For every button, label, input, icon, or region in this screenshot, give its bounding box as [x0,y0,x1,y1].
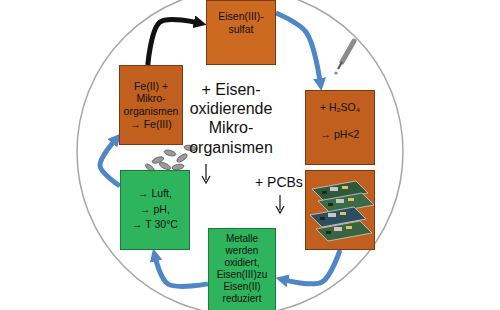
process-box: + H₂SO₄ → pH<2 [305,90,375,165]
box-shape [305,170,375,250]
process-box: Fe(II) + Mikro-organismen → Fe(III) [119,65,183,145]
cycle-arrow [285,250,340,284]
cycle-arrow [100,141,120,186]
box-text: Fe(II) + Mikro-organismen → Fe(III) [123,80,179,130]
process-box: Metalle werden oxidiert, Eisen(III)zu Ei… [208,228,276,310]
pcb-illustration [306,171,374,249]
down-arrow [205,164,206,180]
down-arrow [279,195,280,210]
box-text: → pH, [124,203,186,216]
center-note: + Eisen-oxidierende Mikro-organismen [184,80,278,157]
down-arrow-head [202,176,210,183]
pipette-icon [334,41,354,75]
input-label: + PCBs [255,174,303,191]
process-box: → Luft, → pH, → T 30°C [120,170,190,250]
cycle-arrow [276,13,320,81]
box-text: → pH<2 [309,128,371,141]
box-text: Eisen(III)-sulfat [210,10,272,35]
process-box: Eisen(III)-sulfat [206,0,276,65]
box-text: Metalle werden oxidiert, Eisen(III)zu Ei… [212,233,272,305]
down-arrow-head [276,206,284,213]
circuit-board-picture [310,181,374,241]
cycle-arrow [148,19,197,65]
cycle-arrow [155,258,208,286]
box-text: → Luft, [124,187,186,200]
box-text: → T 30°C [124,218,186,231]
box-text: + H₂SO₄ [309,101,371,114]
cycle-circle [77,0,403,310]
